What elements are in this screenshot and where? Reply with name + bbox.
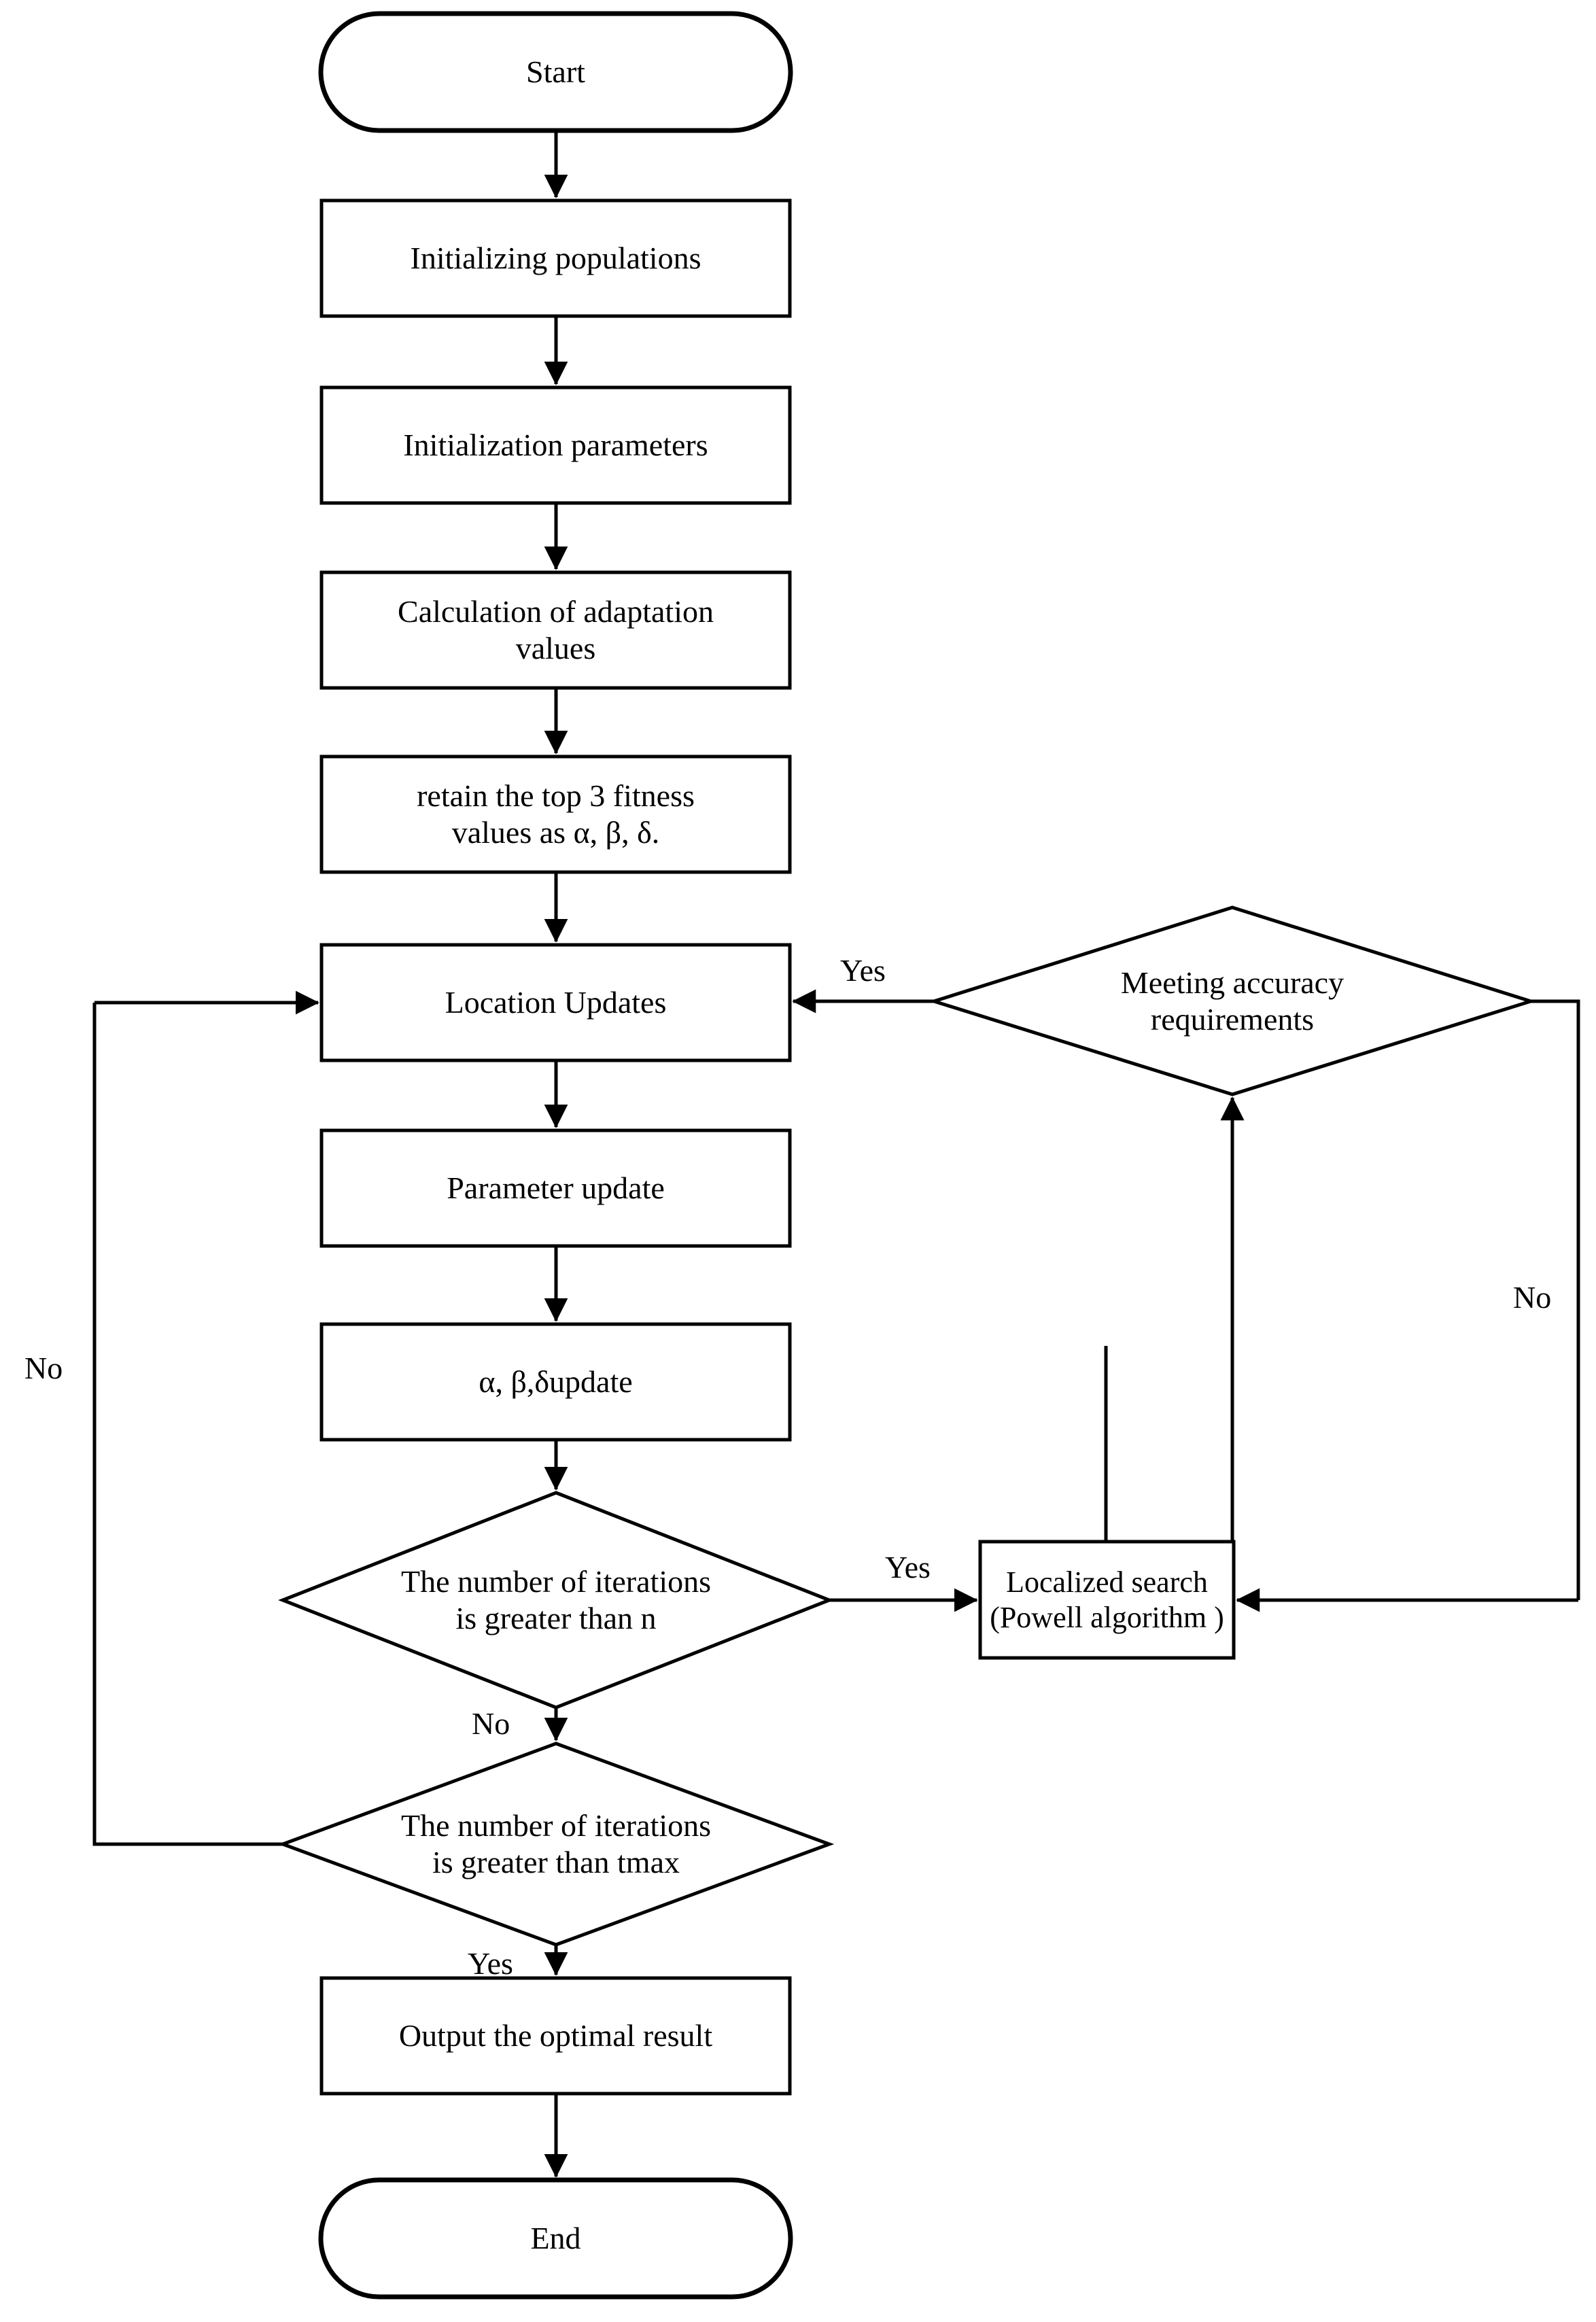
node-calc-adaptation-shape xyxy=(319,570,792,690)
edge-label-iter-n-no: No xyxy=(472,1706,510,1741)
edge-label-tmax-yes: Yes xyxy=(468,1946,513,1981)
edge-iter-gt-tmax-no-loop xyxy=(92,1003,283,1846)
node-meeting-accuracy-shape xyxy=(928,905,1537,1096)
node-init-populations-shape xyxy=(319,198,792,318)
node-start-shape xyxy=(318,11,793,133)
node-abd-update-shape xyxy=(319,1322,792,1442)
edge-label-iter-n-yes: Yes xyxy=(885,1550,931,1584)
node-end-shape xyxy=(318,2177,793,2300)
edge-meeting-accuracy-no-loop xyxy=(1531,999,1580,1600)
node-init-parameters-shape xyxy=(319,385,792,505)
node-parameter-update-shape xyxy=(319,1128,792,1248)
edge-label-accuracy-yes: Yes xyxy=(840,953,886,988)
node-output-result-shape xyxy=(319,1976,792,2096)
node-iter-gt-n-shape xyxy=(278,1491,834,1710)
node-retain-top3-shape xyxy=(319,755,792,874)
node-localized-search-shape xyxy=(978,1540,1236,1660)
edge-label-accuracy-no: No xyxy=(1513,1280,1552,1315)
node-location-updates-shape xyxy=(319,943,792,1062)
edge-label-tmax-no: No xyxy=(24,1351,63,1385)
node-iter-gt-tmax-shape xyxy=(277,1742,835,1947)
